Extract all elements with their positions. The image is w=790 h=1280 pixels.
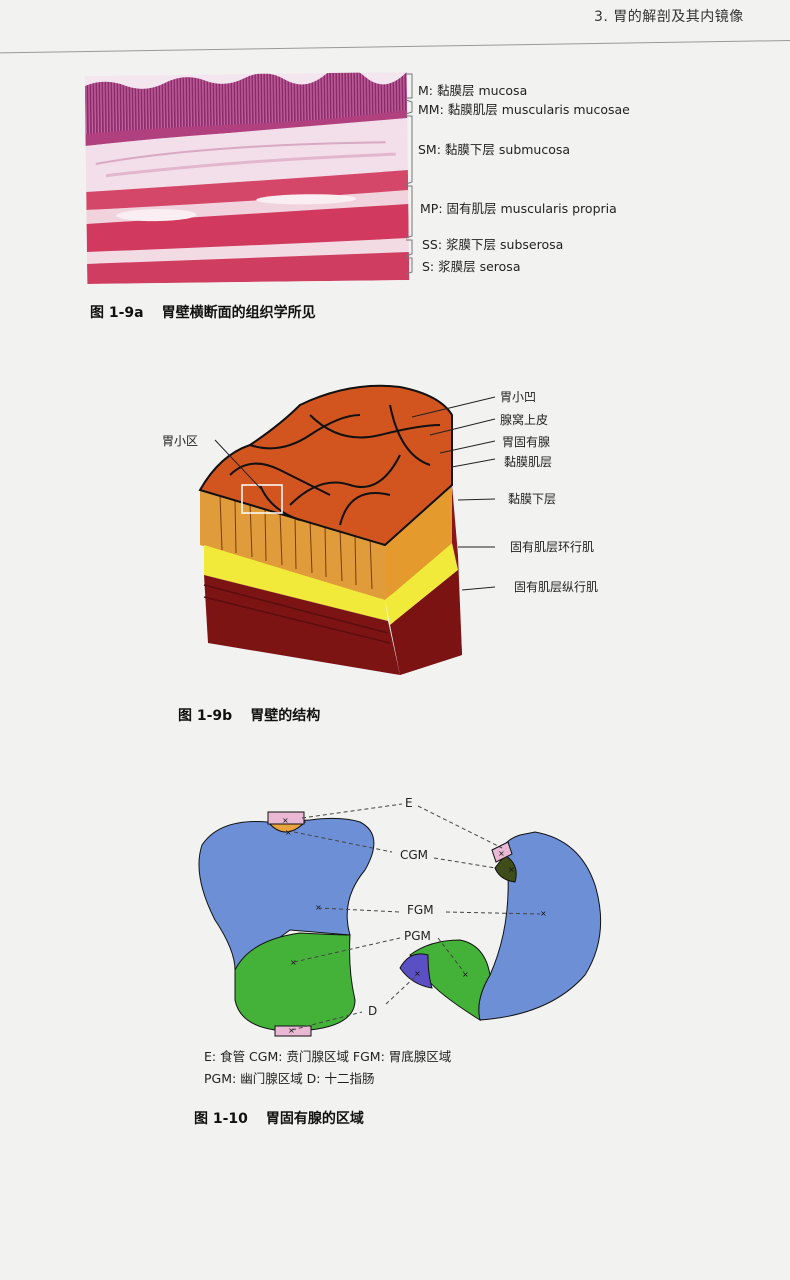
label-proper-gastric-gland: 胃固有腺 (502, 435, 551, 449)
label-circular-muscle: 固有肌层环行肌 (510, 540, 595, 554)
marker-d: D (368, 1004, 378, 1018)
svg-text:×: × (462, 970, 469, 979)
running-header: 3. 胃的解剖及其内镜像 (594, 9, 744, 25)
layer-label-mucosa: M: 黏膜层 mucosa (418, 83, 528, 98)
svg-text:×: × (498, 849, 505, 858)
histology-image (84, 67, 410, 284)
caption-number: 图 1-10 (194, 1111, 248, 1127)
label-muscularis-mucosae: 黏膜肌层 (504, 455, 553, 469)
layer-label-subserosa: SS: 浆膜下层 subserosa (422, 237, 564, 252)
svg-text:×: × (508, 865, 515, 874)
marker-fgm: FGM (407, 903, 434, 917)
svg-text:×: × (285, 828, 292, 837)
histology-figure (84, 67, 410, 284)
layer-brackets (405, 73, 413, 275)
caption-fig-1-9a: 图 1-9a 胃壁横断面的组织学所见 (90, 302, 316, 322)
svg-text:×: × (540, 909, 547, 918)
label-longitudinal-muscle: 固有肌层纵行肌 (514, 580, 599, 594)
legend-line-2: PGM: 幽门腺区域 D: 十二指肠 (204, 1071, 375, 1086)
marker-cgm: CGM (400, 848, 429, 862)
svg-text:×: × (315, 903, 322, 912)
layer-label-submucosa: SM: 黏膜下层 submucosa (418, 142, 571, 157)
caption-title: 胃壁横断面的组织学所见 (161, 305, 316, 321)
caption-title: 胃壁的结构 (250, 708, 321, 724)
label-gastric-area: 胃小区 (162, 434, 199, 448)
layer-label-serosa: S: 浆膜层 serosa (422, 259, 521, 274)
caption-number: 图 1-9a (90, 305, 144, 321)
caption-fig-1-10: 图 1-10 胃固有腺的区域 (194, 1108, 364, 1128)
svg-text:×: × (290, 958, 297, 967)
marker-e: E (405, 796, 413, 810)
svg-text:×: × (414, 969, 421, 978)
caption-fig-1-9b: 图 1-9b 胃壁的结构 (178, 705, 320, 725)
legend-line-1: E: 食管 CGM: 贲门腺区域 FGM: 胃底腺区域 (204, 1049, 452, 1064)
header-rule (0, 40, 790, 54)
caption-title: 胃固有腺的区域 (265, 1111, 364, 1127)
label-submucosa: 黏膜下层 (508, 492, 557, 506)
marker-pgm: PGM (404, 929, 431, 943)
svg-text:×: × (288, 1026, 295, 1035)
label-foveolar-epithelium: 腺窝上皮 (500, 413, 549, 427)
label-gastric-pit: 胃小凹 (500, 390, 537, 404)
gland-region-diagram: ×× ×× ×× ×× ×× (198, 803, 602, 1037)
stomach-wall-diagram (198, 384, 496, 675)
caption-number: 图 1-9b (178, 708, 233, 724)
layer-label-muscularis-propria: MP: 固有肌层 muscularis propria (420, 201, 617, 216)
layer-label-muscularis-mucosae: MM: 黏膜肌层 muscularis mucosae (418, 102, 630, 117)
svg-text:×: × (282, 816, 289, 825)
